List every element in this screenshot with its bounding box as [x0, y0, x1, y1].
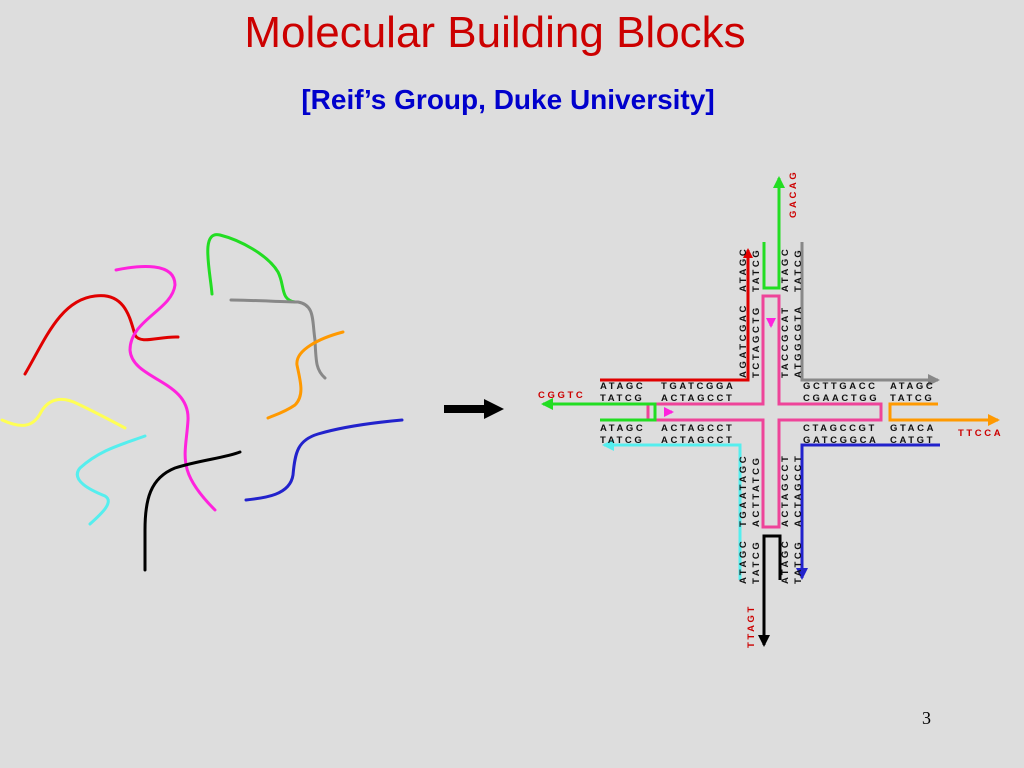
loose-strand-yellow — [0, 397, 127, 430]
cross-tile — [541, 176, 1000, 647]
seq-right-upper-inner-bottom: CGAACTGG — [803, 393, 879, 404]
loose-strand-orange — [266, 330, 345, 420]
strand-blue — [796, 443, 940, 580]
seq-right-upper-inner-top: GCTTGACC — [803, 381, 878, 392]
loose-strand-black — [143, 450, 242, 572]
seq-left-lower-outer-top: ATAGC — [600, 423, 645, 434]
strand-green-left — [541, 398, 657, 422]
loose-strand-blue — [244, 418, 404, 502]
seq-right-upper-outer-bottom: TATCG — [890, 393, 934, 404]
seq-bottom-left-inner-b: ACTTATCG — [751, 455, 762, 527]
strand-red — [600, 248, 753, 382]
loose-strands — [0, 233, 404, 572]
strand-cyan — [602, 439, 742, 580]
seq-bottom-right-inner-a: ACTAGCCT — [780, 454, 791, 527]
loose-strand-green — [206, 233, 297, 304]
page-number: 3 — [922, 708, 931, 728]
seq-bottom-left-outer-a: ATAGC — [738, 539, 749, 584]
seq-right-lower-inner-top: CTAGCCGT — [803, 423, 877, 434]
strand-orange — [888, 402, 1000, 426]
slide-subtitle: [Reif’s Group, Duke University] — [301, 84, 715, 115]
loose-strand-red — [23, 294, 180, 376]
strand-black — [758, 534, 782, 647]
sticky-end-left: CGGTC — [538, 390, 585, 401]
seq-top-left-outer-b: TATCG — [751, 248, 762, 292]
strand-green-top — [762, 176, 785, 290]
seq-top-right-outer-b: TATCG — [793, 248, 804, 292]
seq-top-left-inner-b: TCTAGCTG — [751, 305, 762, 378]
seq-top-right-inner-a: TACCGCAT — [780, 305, 791, 378]
seq-right-lower-outer-top: GTACA — [890, 423, 936, 434]
assembly-arrow — [444, 399, 504, 419]
seq-left-upper-outer-bottom: TATCG — [600, 393, 644, 404]
seq-top-right-outer-a: ATAGC — [780, 247, 791, 292]
seq-left-lower-inner-bottom: ACTAGCCT — [661, 435, 734, 446]
seq-left-lower-inner-top: ACTAGCCT — [661, 423, 734, 434]
loose-strand-cyan — [76, 434, 147, 526]
seq-left-upper-outer-top: ATAGC — [600, 381, 645, 392]
seq-bottom-right-outer-b: TATCG — [793, 540, 804, 584]
slide-title: Molecular Building Blocks — [244, 8, 746, 57]
seq-top-left-inner-a: AGATCGAC — [738, 303, 749, 378]
seq-left-lower-outer-bottom: TATCG — [600, 435, 644, 446]
sticky-end-right: TTCCA — [958, 428, 1003, 439]
seq-right-upper-outer-top: ATAGC — [890, 381, 935, 392]
seq-right-lower-inner-bottom: GATCGGCA — [803, 435, 879, 446]
seq-right-lower-outer-bottom: CATGT — [890, 435, 935, 446]
sticky-end-top: GACAG — [788, 170, 799, 218]
seq-bottom-left-inner-a: TGAATAGC — [738, 454, 749, 527]
seq-bottom-left-outer-b: TATCG — [751, 540, 762, 584]
core-strand-pink — [646, 294, 883, 529]
loose-strand-gray — [229, 298, 327, 380]
seq-bottom-right-inner-b: ACTAGCCT — [793, 454, 804, 527]
seq-left-upper-inner-bottom: ACTAGCCT — [661, 393, 734, 404]
loose-strand-magenta — [114, 264, 217, 512]
seq-bottom-right-outer-a: ATAGC — [780, 539, 791, 584]
seq-top-right-inner-b: ATGGCGTA — [793, 304, 804, 378]
strand-gray — [800, 242, 940, 386]
seq-top-left-outer-a: ATAGC — [738, 247, 749, 292]
seq-left-upper-inner-top: TGATCGGA — [661, 381, 735, 392]
sticky-end-bottom: TTAGT — [746, 604, 757, 648]
